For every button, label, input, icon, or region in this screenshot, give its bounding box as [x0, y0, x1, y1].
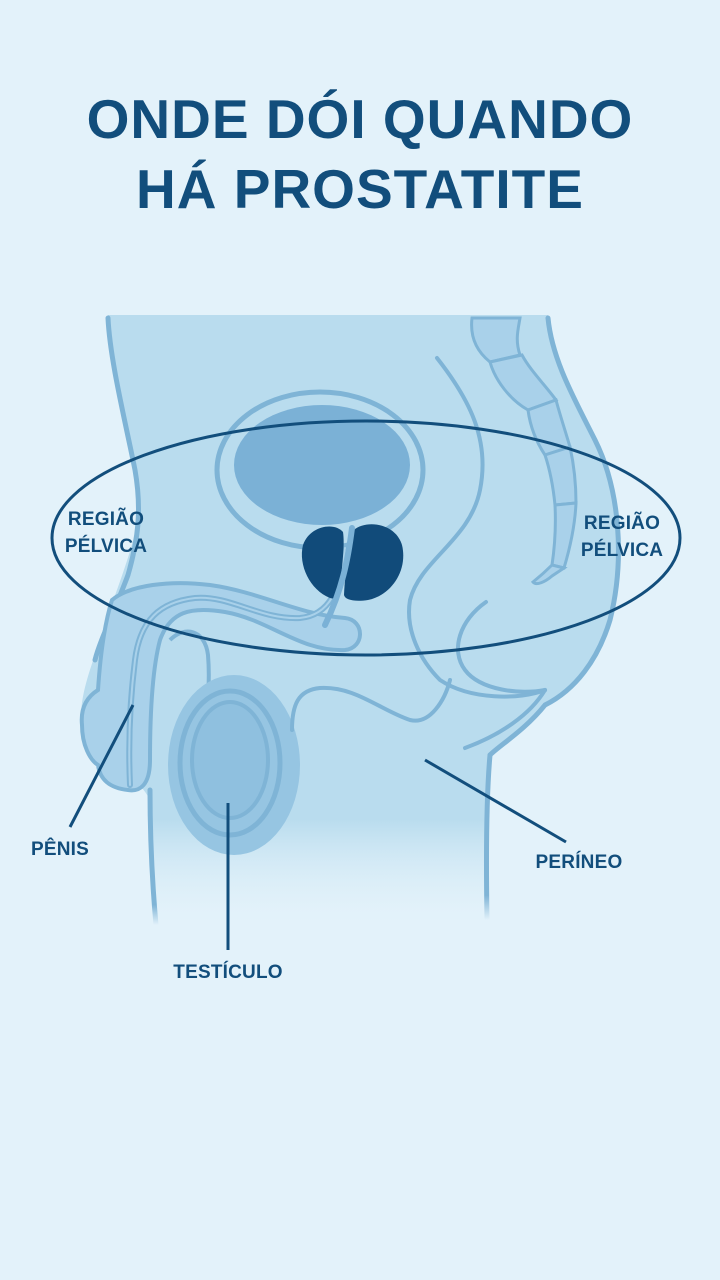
label-pelvic-region-left: REGIÃO PÉLVICA: [64, 509, 148, 557]
prostate: [301, 524, 404, 628]
page-title: ONDE DÓI QUANDO HÁ PROSTATITE: [0, 84, 720, 224]
penis: [79, 545, 362, 793]
label-penis: PÊNIS: [30, 839, 90, 860]
testicle: [168, 629, 300, 855]
perineum-leader-line: [424, 758, 567, 844]
bladder: [214, 389, 426, 551]
label-pelvic-region-right: REGIÃO PÉLVICA: [580, 513, 664, 561]
penis-leader-line: [68, 704, 135, 828]
label-perineum: PERÍNEO: [535, 852, 623, 873]
title-line-2: HÁ PROSTATITE: [136, 158, 584, 220]
label-testicle: TESTÍCULO: [173, 962, 283, 983]
perineum-outline: [290, 678, 452, 732]
gluteal-outline: [456, 600, 547, 694]
rectum-outline: [407, 356, 547, 699]
pelvic-region-ellipse: [50, 419, 682, 657]
title-line-1: ONDE DÓI QUANDO: [86, 88, 634, 150]
